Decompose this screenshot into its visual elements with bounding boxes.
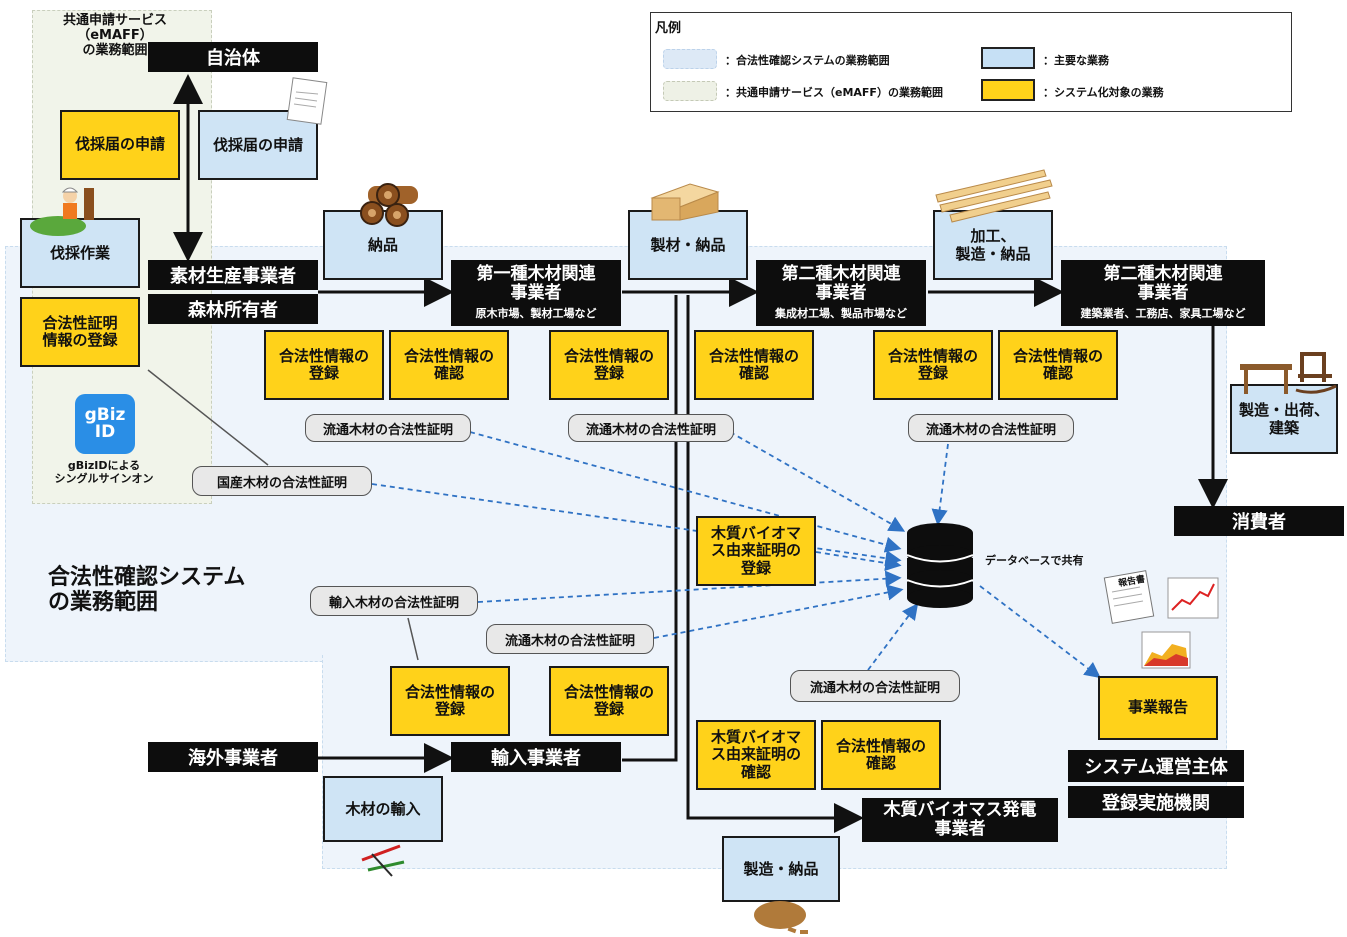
gbizid-logo-bottom: ID xyxy=(94,422,116,442)
manufacturing-shipping-task: 製造・出荷、 建築 xyxy=(1230,384,1338,454)
overseas-business-label: 海外事業者 xyxy=(148,742,318,772)
distributed-legality-bubble-3: 流通木材の合法性証明 xyxy=(908,414,1074,442)
processing-delivery-task: 加工、 製造・納品 xyxy=(933,210,1053,280)
wood-business-type2b-title: 第二種木材関連 事業者 xyxy=(1103,263,1223,303)
consumer-label: 消費者 xyxy=(1174,506,1344,536)
distributed-legality-bubble-4: 流通木材の合法性証明 xyxy=(486,624,654,654)
gbizid-logo: gBiz ID xyxy=(75,394,135,454)
felling-application-municipality: 伐採届の申請 xyxy=(198,110,318,180)
wood-import-task: 木材の輸入 xyxy=(323,776,443,842)
legend-swatch-main xyxy=(981,47,1035,69)
domestic-legality-bubble: 国産木材の合法性証明 xyxy=(192,466,372,496)
felling-application: 伐採届の申請 xyxy=(60,110,180,180)
legend-title: 凡例 xyxy=(655,21,682,36)
forest-owner-label: 森林所有者 xyxy=(148,294,318,324)
legend-swatch-legality xyxy=(663,49,717,69)
legality-registration-2: 合法性情報の 登録 xyxy=(549,330,669,400)
legality-registration-1: 合法性情報の 登録 xyxy=(264,330,384,400)
business-report: 事業報告 xyxy=(1098,676,1218,740)
material-producer-label: 素材生産事業者 xyxy=(148,260,318,290)
distributed-legality-bubble-5: 流通木材の合法性証明 xyxy=(790,670,960,702)
municipality-label: 自治体 xyxy=(148,42,318,72)
wood-business-type2a: 第二種木材関連 事業者 集成材工場、製品市場など xyxy=(756,260,926,326)
imported-legality-bubble: 輸入木材の合法性証明 xyxy=(310,586,478,616)
gbizid-logo-top: gBiz xyxy=(84,405,126,425)
lumber-delivery-task: 製材・納品 xyxy=(628,210,748,280)
gbizid-caption: gBizIDによる シングルサインオン xyxy=(54,459,154,485)
database-label: データベースで共有 xyxy=(985,554,1084,567)
biomass-power-label: 木質バイオマス発電 事業者 xyxy=(862,798,1058,842)
import-legality-registration-2: 合法性情報の 登録 xyxy=(549,666,669,736)
legend: 凡例 ：合法性確認システムの業務範囲 ：共通申請サービス（eMAFF）の業務範囲… xyxy=(650,12,1292,112)
delivery-task: 納品 xyxy=(323,210,443,280)
distributed-legality-bubble-1: 流通木材の合法性証明 xyxy=(305,414,471,442)
legality-registration-3: 合法性情報の 登録 xyxy=(873,330,993,400)
legend-label-emaff: ：共通申請サービス（eMAFF）の業務範囲 xyxy=(725,86,943,99)
legend-swatch-emaff xyxy=(663,81,717,101)
manufacturing-delivery-task: 製造・納品 xyxy=(722,836,840,902)
legality-confirmation-biomass: 合法性情報の 確認 xyxy=(821,720,941,790)
wood-business-type1: 第一種木材関連 事業者 原木市場、製材工場など xyxy=(451,260,621,326)
legend-label-main: ：主要な業務 xyxy=(1043,54,1109,67)
legality-cert-registration-forest: 合法性証明 情報の登録 xyxy=(20,297,140,367)
legend-label-legality: ：合法性確認システムの業務範囲 xyxy=(725,54,890,67)
biomass-origin-registration: 木質バイオマ ス由来証明の 登録 xyxy=(696,516,816,586)
importer-label: 輸入事業者 xyxy=(451,742,621,772)
legality-confirmation-3: 合法性情報の 確認 xyxy=(998,330,1118,400)
wood-business-type2a-title: 第二種木材関連 事業者 xyxy=(781,263,901,303)
system-operator-label: システム運営主体 xyxy=(1068,750,1244,782)
legality-confirmation-1: 合法性情報の 確認 xyxy=(389,330,509,400)
legend-label-system: ：システム化対象の業務 xyxy=(1043,86,1164,99)
registration-body-label: 登録実施機関 xyxy=(1068,786,1244,818)
legend-swatch-system xyxy=(981,79,1035,101)
wood-business-type2a-sub: 集成材工場、製品市場など xyxy=(775,307,907,321)
distributed-legality-bubble-2: 流通木材の合法性証明 xyxy=(568,414,734,442)
wood-business-type1-title: 第一種木材関連 事業者 xyxy=(476,263,596,303)
legality-system-region-label: 合法性確認システム の業務範囲 xyxy=(48,565,246,616)
wood-business-type2b: 第二種木材関連 事業者 建築業者、工務店、家具工場など xyxy=(1061,260,1265,326)
biomass-origin-confirmation: 木質バイオマ ス由来証明の 確認 xyxy=(696,720,816,790)
felling-work: 伐採作業 xyxy=(20,218,140,288)
emaff-region-label: 共通申請サービス （eMAFF） の業務範囲 xyxy=(62,13,167,58)
wood-business-type2b-sub: 建築業者、工務店、家具工場など xyxy=(1080,307,1246,321)
wood-business-type1-sub: 原木市場、製材工場など xyxy=(475,307,597,321)
import-legality-registration-1: 合法性情報の 登録 xyxy=(390,666,510,736)
legality-confirmation-2: 合法性情報の 確認 xyxy=(694,330,814,400)
